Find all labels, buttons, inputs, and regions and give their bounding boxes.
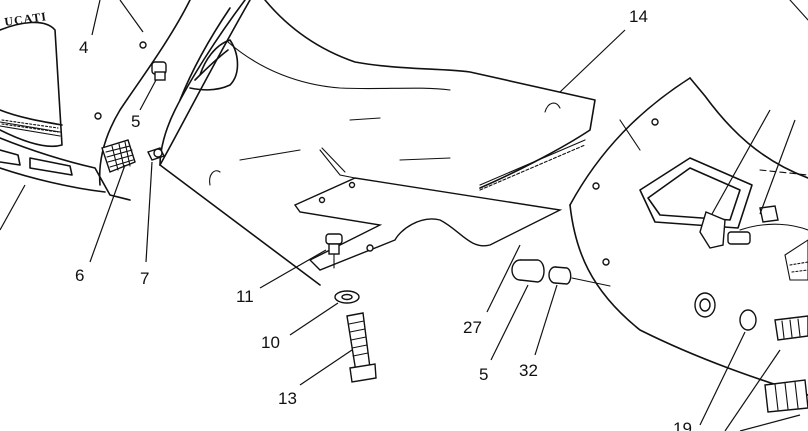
callout-10: 10 (261, 333, 280, 352)
screw-hole (94, 112, 102, 120)
callout-14: 14 (629, 7, 648, 26)
front-fairing: UCATI (0, 0, 246, 201)
callout-labels: 4 5 6 7 14 11 10 13 27 5 32 19 (75, 7, 692, 431)
grommet-5-right (511, 259, 545, 283)
logo-text: UCATI (3, 9, 47, 29)
callout-11: 11 (236, 287, 254, 306)
spacer-32 (548, 266, 572, 285)
callout-7: 7 (140, 269, 149, 288)
bolt-right (774, 315, 808, 341)
screw-upper-right (759, 205, 779, 223)
fastener-7 (147, 147, 165, 161)
screw-13 (346, 312, 377, 383)
callout-6: 6 (75, 266, 84, 285)
side-fairing-panel (159, 0, 596, 286)
hose-fitting (699, 211, 751, 249)
fastener-5-left (151, 61, 167, 81)
callout-4: 4 (79, 38, 88, 57)
washer-10 (334, 290, 360, 304)
fastener-11 (325, 233, 343, 269)
mounting-bracket (293, 147, 563, 271)
callout-5-left: 5 (131, 112, 140, 131)
callout-5-right: 5 (479, 365, 488, 384)
grommet-right (739, 309, 757, 331)
callout-13: 13 (278, 389, 297, 408)
callout-32: 32 (519, 361, 538, 380)
fairing-mesh-strip (1, 119, 59, 133)
vent-grille (101, 139, 136, 173)
right-side-panel (569, 0, 808, 396)
callout-27: 27 (463, 318, 482, 337)
screw-hole (139, 41, 147, 49)
bolt-lower-right (764, 379, 808, 413)
callout-19: 19 (673, 419, 692, 431)
